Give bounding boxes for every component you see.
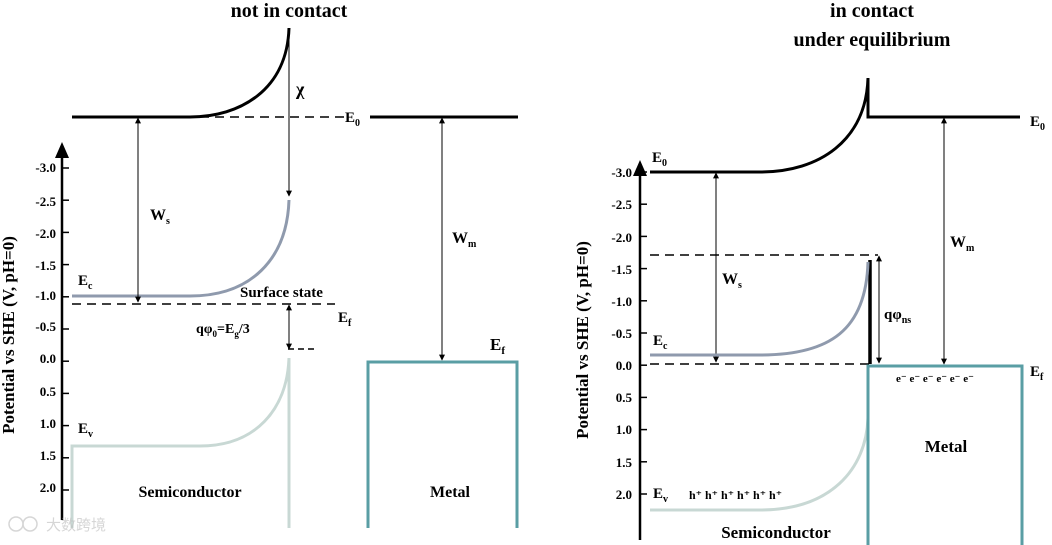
right-title-line1: in contact bbox=[830, 0, 914, 22]
right-tick-marks bbox=[640, 171, 647, 495]
right-panel: in contact under equilibrium -3.0 -2.5 -… bbox=[573, 0, 1045, 545]
right-metal-block bbox=[866, 364, 1024, 545]
right-valence-band bbox=[650, 417, 870, 512]
left-Ef-metal-label: Ef bbox=[490, 335, 505, 357]
right-tick-label: -3.0 bbox=[611, 165, 632, 180]
watermark-text: 大数跨境 bbox=[46, 516, 106, 534]
right-conduction-band bbox=[650, 261, 870, 357]
left-axis-label: Potential vs SHE (V, pH=0) bbox=[0, 236, 18, 434]
right-Wm-label: Wm bbox=[950, 234, 975, 254]
left-valence-band bbox=[70, 357, 291, 528]
left-tick-label: 1.5 bbox=[40, 448, 57, 463]
left-vacuum-level-semiconductor bbox=[72, 27, 291, 119]
left-tick-label: 0.0 bbox=[40, 351, 56, 366]
left-Ws-label: Ws bbox=[150, 207, 170, 227]
left-tick-label: -2.0 bbox=[35, 226, 56, 241]
left-surface-state-label: Surface state bbox=[240, 285, 323, 301]
left-tick-label: 1.0 bbox=[40, 416, 56, 431]
left-tick-label: 0.5 bbox=[40, 384, 57, 399]
left-panel: not in contact -3.0 -2.5 -2.0 -1.5 -1.0 … bbox=[0, 0, 519, 534]
left-tick-label: -2.5 bbox=[35, 194, 56, 209]
left-tick-label: -0.5 bbox=[35, 319, 56, 334]
left-semiconductor-label: Semiconductor bbox=[138, 484, 241, 501]
right-tick-labels: -3.0 -2.5 -2.0 -1.5 -1.0 -0.5 0.0 0.5 1.… bbox=[611, 165, 632, 502]
right-tick-label: -2.0 bbox=[611, 230, 632, 245]
left-tick-label: -1.5 bbox=[35, 258, 56, 273]
left-Ec-label: Ec bbox=[78, 273, 93, 292]
right-tick-label: -1.0 bbox=[611, 294, 632, 309]
left-Ev-label: Ev bbox=[78, 421, 93, 440]
left-phi0-label: qφ0=Eg/3 bbox=[196, 322, 250, 339]
right-metal-label: Metal bbox=[925, 437, 968, 456]
right-semiconductor-label: Semiconductor bbox=[721, 523, 831, 542]
left-tick-labels: -3.0 -2.5 -2.0 -1.5 -1.0 -0.5 0.0 0.5 1.… bbox=[35, 160, 56, 495]
watermark-logo-icon bbox=[8, 516, 24, 532]
right-tick-label: 1.5 bbox=[616, 455, 633, 470]
left-metal-block bbox=[366, 360, 519, 528]
right-axis-arrow bbox=[633, 160, 647, 176]
watermark-logo-icon bbox=[22, 516, 38, 532]
left-chi-label: χ bbox=[295, 79, 305, 99]
right-E0-right-label: E0 bbox=[1030, 114, 1045, 133]
left-title: not in contact bbox=[231, 0, 348, 22]
right-tick-label: 0.5 bbox=[616, 390, 633, 405]
right-tick-label: -2.5 bbox=[611, 197, 632, 212]
right-vacuum-level bbox=[650, 77, 1020, 174]
left-tick-label: 2.0 bbox=[40, 480, 56, 495]
right-phins-label: qφns bbox=[884, 307, 911, 326]
left-Ef-label: Ef bbox=[338, 310, 352, 329]
left-Wm-label: Wm bbox=[452, 230, 477, 250]
right-Ev-label: Ev bbox=[653, 486, 668, 505]
left-tick-marks bbox=[62, 167, 69, 491]
left-tick-label: -1.0 bbox=[35, 288, 56, 303]
left-axis-arrow bbox=[55, 142, 69, 158]
right-Ef-label: Ef bbox=[1030, 364, 1044, 383]
left-tick-label: -3.0 bbox=[35, 160, 56, 175]
right-tick-label: 2.0 bbox=[616, 487, 632, 502]
right-holes-label: h⁺ h⁺ h⁺ h⁺ h⁺ h⁺ bbox=[689, 488, 782, 502]
left-metal-label: Metal bbox=[430, 484, 471, 501]
right-tick-label: -0.5 bbox=[611, 326, 632, 341]
watermark: 大数跨境 bbox=[8, 516, 106, 534]
right-E0-left-label: E0 bbox=[652, 150, 667, 169]
right-title-line2: under equilibrium bbox=[794, 29, 951, 51]
right-Ws-label: Ws bbox=[722, 271, 742, 291]
left-E0-label: E0 bbox=[345, 110, 360, 129]
right-tick-label: 0.0 bbox=[616, 358, 632, 373]
left-conduction-band bbox=[72, 199, 291, 298]
right-Ec-label: Ec bbox=[653, 333, 668, 352]
right-axis-label: Potential vs SHE (V, pH=0) bbox=[573, 241, 592, 439]
right-tick-label: 1.0 bbox=[616, 422, 632, 437]
right-tick-label: -1.5 bbox=[611, 262, 632, 277]
right-electrons-label: e⁻ e⁻ e⁻ e⁻ e⁻ e⁻ bbox=[896, 373, 974, 385]
